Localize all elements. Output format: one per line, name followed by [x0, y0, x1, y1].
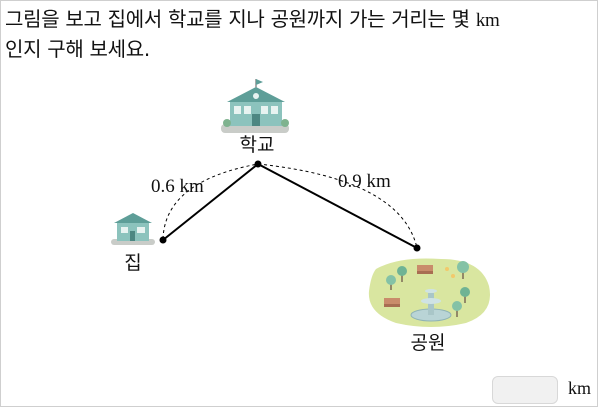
question-unit: km — [475, 10, 500, 31]
label-house: 집 — [124, 252, 141, 274]
arc-school-park — [257, 163, 418, 249]
school-icon — [221, 79, 289, 133]
question-text-main: 그림을 보고 집에서 학교를 지나 공원까지 가는 거리는 몇 — [5, 7, 476, 31]
label-park: 공원 — [411, 332, 446, 354]
label-distance-house-school: 0.6 km — [151, 176, 204, 197]
park-icon — [368, 258, 491, 327]
question-text-line2: 인지 구해 보세요. — [5, 37, 150, 61]
question-text: 그림을 보고 집에서 학교를 지나 공원까지 가는 거리는 몇 km 인지 구해 … — [5, 5, 593, 64]
arc-house-school — [162, 163, 259, 240]
answer-input[interactable] — [492, 376, 558, 404]
point-park — [413, 244, 421, 252]
point-house — [159, 236, 167, 244]
label-school: 학교 — [240, 134, 275, 156]
label-distance-school-park: 0.9 km — [338, 171, 391, 192]
segment-house-school — [162, 163, 259, 241]
answer-unit: km — [568, 378, 592, 398]
segment-school-park — [257, 163, 418, 249]
house-icon — [111, 213, 155, 245]
point-school — [254, 160, 262, 168]
